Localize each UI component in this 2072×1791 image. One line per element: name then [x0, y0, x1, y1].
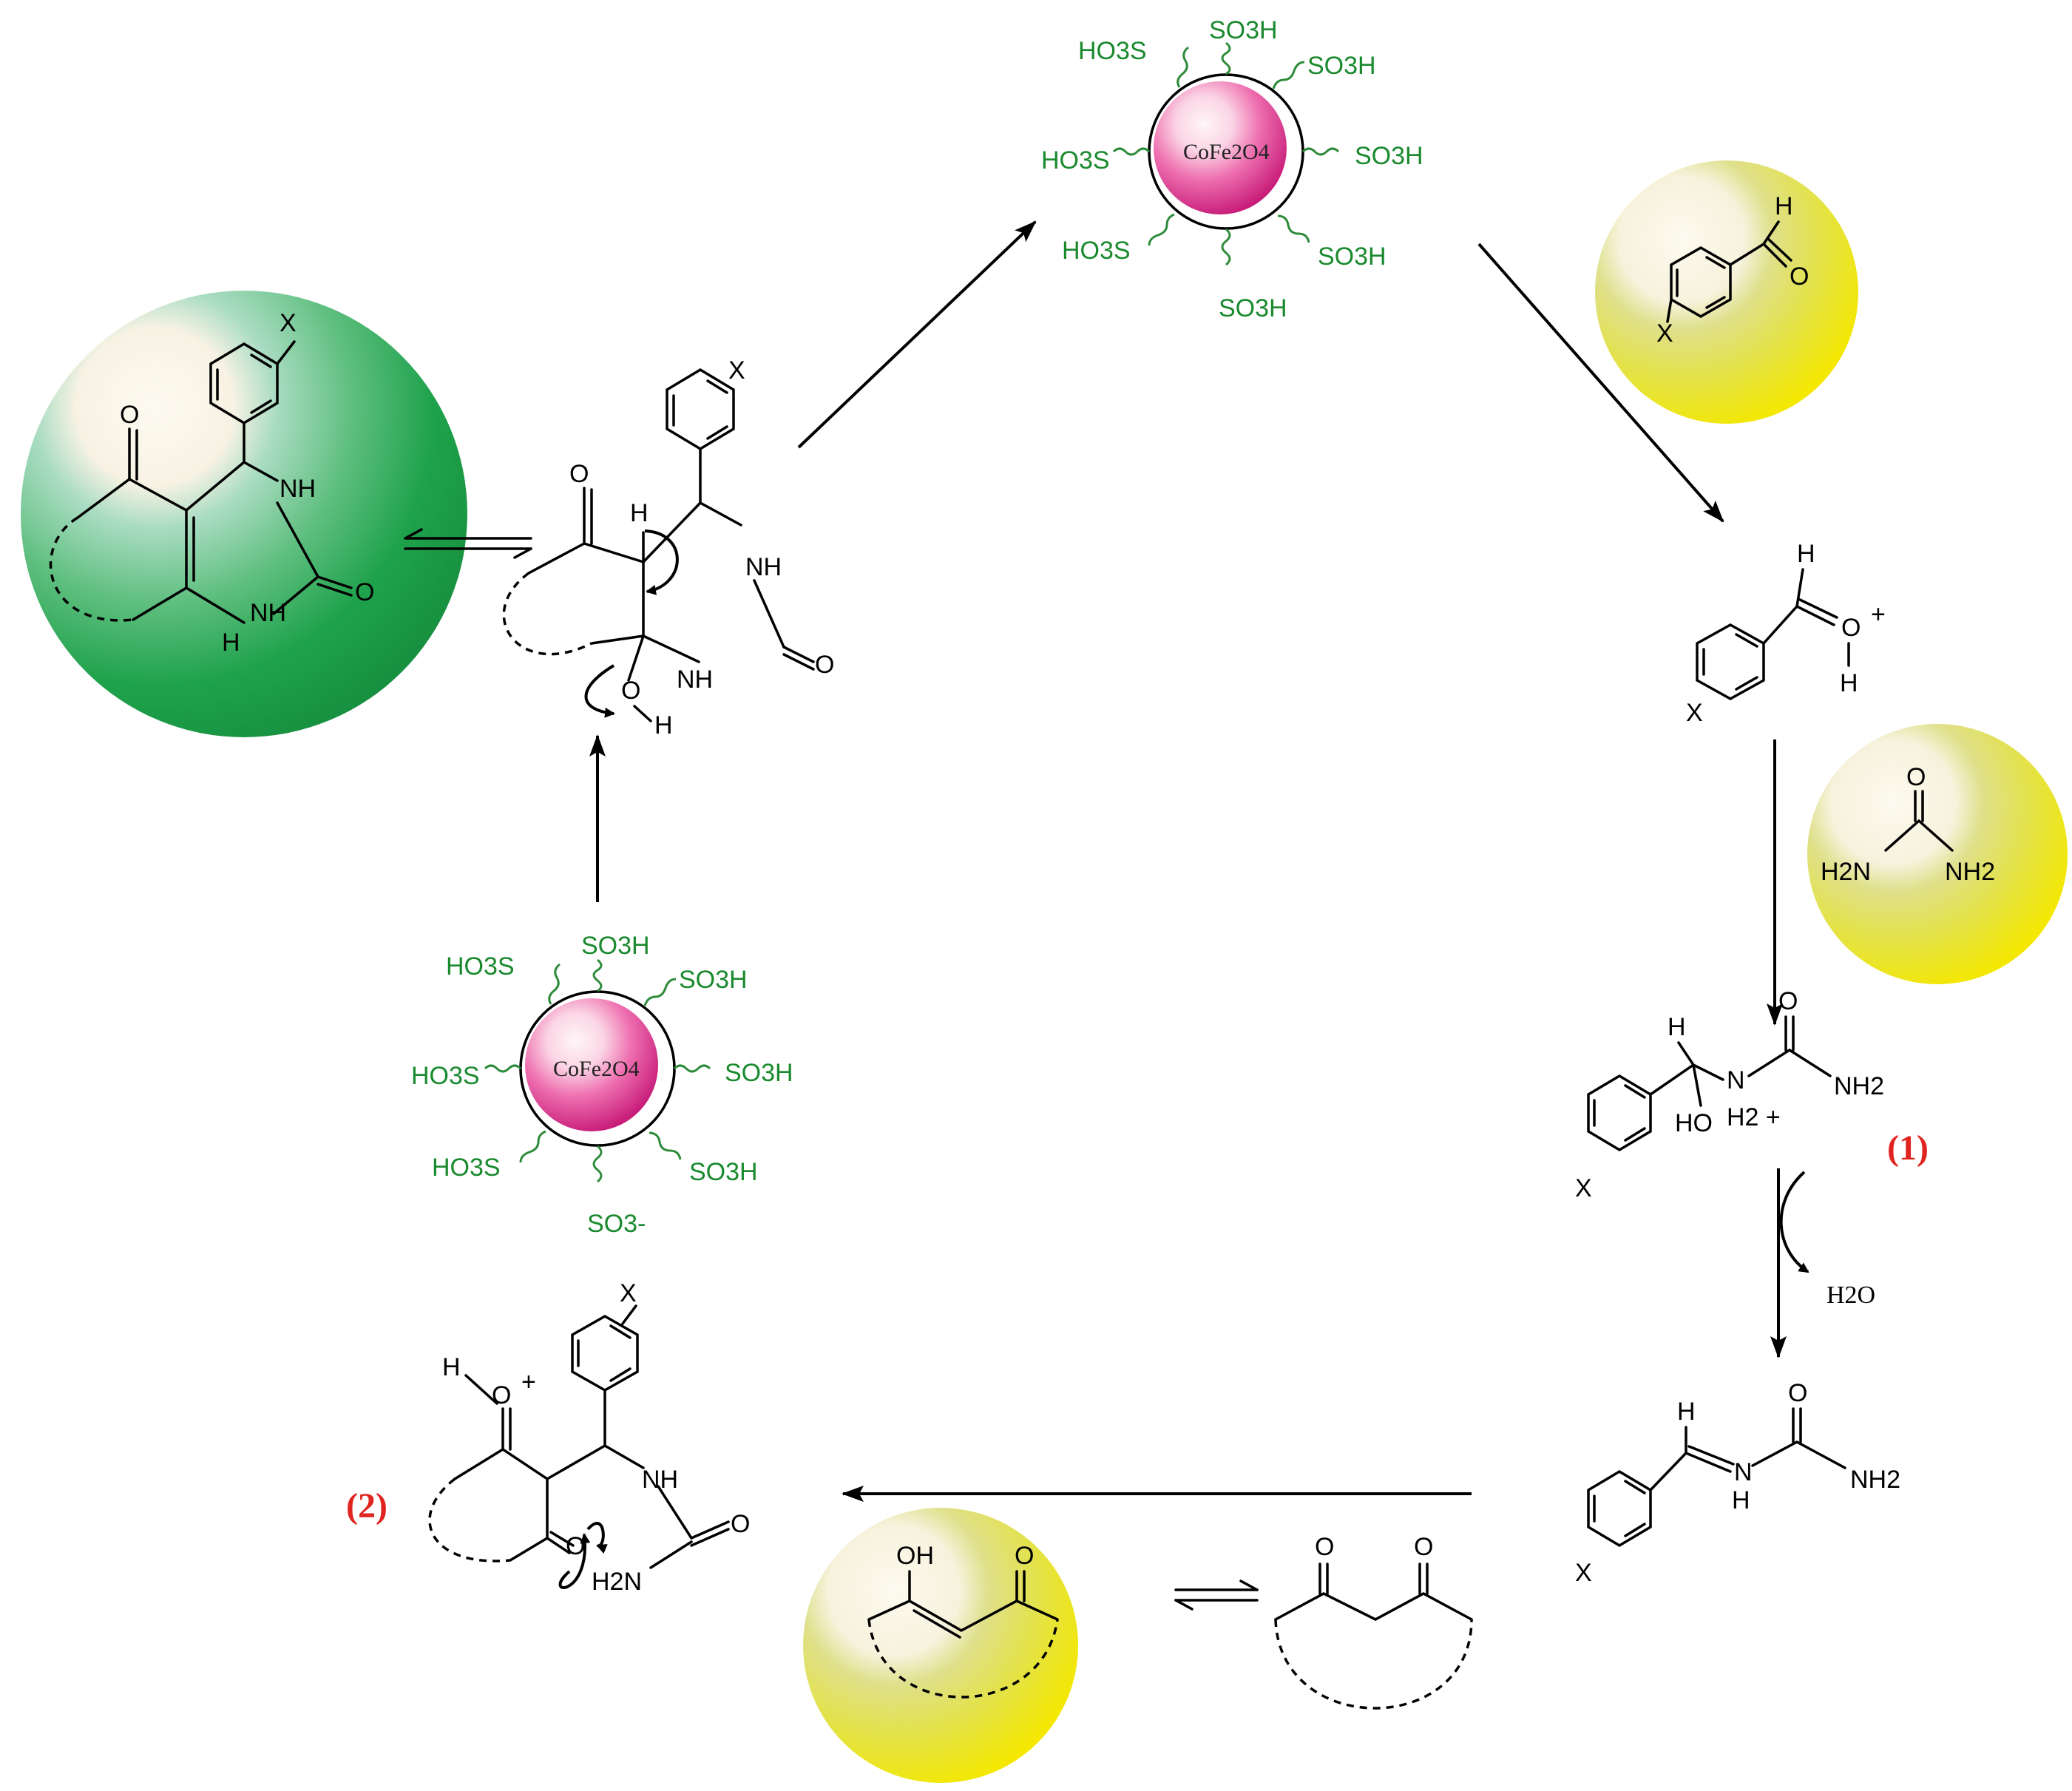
atom-nh: NH	[745, 553, 782, 581]
group-label: SO3H	[1355, 142, 1423, 170]
arrow-activation	[1477, 243, 1724, 523]
atom-nh: NH	[677, 666, 713, 694]
atom-nh: NH	[280, 475, 316, 503]
group-label: SO3H	[581, 932, 650, 960]
atom-o: O	[1414, 1533, 1433, 1561]
atom-nh2: NH2	[1850, 1466, 1900, 1494]
group-label: SO3H	[1209, 16, 1278, 44]
group-label: SO3H	[689, 1158, 758, 1186]
cyclized-intermediate: X NH H O NH O O H	[502, 356, 834, 739]
atom-h: H	[442, 1353, 461, 1381]
label-intermediate-1: (1)	[1887, 1128, 1929, 1168]
atom-o: O	[1315, 1533, 1334, 1561]
protonated-aldehyde: H O + H X	[1686, 540, 1886, 727]
atom-o: O	[1015, 1542, 1034, 1570]
group-label: HO3S	[446, 952, 515, 981]
product-sphere: X O NH O NH H	[21, 291, 467, 737]
atom-o: O	[492, 1381, 511, 1409]
substituent-x: X	[728, 356, 745, 385]
atom-o: O	[355, 578, 374, 606]
atom-h: H	[654, 711, 673, 739]
atom-h: H	[1797, 540, 1815, 568]
imine-intermediate: H N H O NH2 X	[1575, 1379, 1900, 1587]
atom-nh2: NH2	[1945, 858, 1995, 886]
substituent-x: X	[1656, 319, 1673, 348]
group-label: SO3-	[587, 1210, 646, 1238]
atom-o: O	[1788, 1379, 1807, 1407]
atom-nh2: NH2	[1834, 1072, 1884, 1100]
atom-h2n: H2N	[592, 1568, 642, 1596]
atom-o: O	[1906, 763, 1926, 791]
atom-o: O	[569, 460, 589, 488]
atom-n: N	[1734, 1458, 1753, 1486]
catalyst-bottom: CoFe2O4 HO3S SO3H SO3H HO3S SO3H HO3S SO…	[411, 932, 793, 1238]
enol-sphere: OH O	[803, 1508, 1078, 1783]
charge-plus: +	[521, 1368, 536, 1396]
atom-o: O	[815, 651, 834, 679]
atom-h2plus: H2 +	[1727, 1103, 1781, 1131]
atom-o: O	[1778, 987, 1798, 1015]
charge-plus: +	[1871, 600, 1886, 629]
atom-nh: NH	[250, 599, 286, 627]
atom-o: O	[566, 1532, 585, 1560]
label-water: H2O	[1826, 1282, 1875, 1309]
label-intermediate-2: (2)	[346, 1486, 387, 1526]
intermediate-1: H HO N H2 + O NH2 X (1)	[1575, 987, 1929, 1202]
group-label: SO3H	[725, 1059, 793, 1087]
atom-h: H	[1668, 1013, 1686, 1041]
group-label: SO3H	[1318, 243, 1387, 271]
group-label: SO3H	[679, 966, 748, 994]
diketone: O O	[1274, 1533, 1473, 1710]
core-label-bottom: CoFe2O4	[553, 1057, 640, 1081]
substituent-x: X	[1575, 1559, 1592, 1587]
atom-ho: HO	[1675, 1109, 1713, 1137]
atom-o: O	[120, 401, 139, 429]
equilibrium-arrow-bottom	[1174, 1580, 1259, 1611]
core-label-top: CoFe2O4	[1183, 140, 1270, 164]
urea-sphere: O H2N NH2	[1807, 724, 2068, 984]
group-label: HO3S	[432, 1154, 501, 1182]
atom-n: N	[1727, 1066, 1745, 1094]
group-label: HO3S	[1078, 37, 1147, 65]
group-label: HO3S	[1041, 146, 1110, 175]
substituent-x: X	[1575, 1174, 1592, 1202]
atom-o: O	[731, 1510, 750, 1538]
curly-arrow-water	[1779, 1171, 1809, 1273]
group-label: SO3H	[1307, 52, 1376, 80]
catalyst-top: CoFe2O4 HO3S SO3H SO3H HO3S SO3H HO3S SO…	[1041, 16, 1423, 322]
atom-o: O	[1790, 263, 1809, 291]
atom-h: H	[1775, 192, 1793, 220]
substituent-x: X	[620, 1279, 637, 1307]
group-label: HO3S	[411, 1062, 480, 1090]
atom-o: O	[621, 677, 640, 705]
atom-oh: OH	[896, 1542, 934, 1570]
atom-o: O	[1841, 614, 1861, 642]
group-label: SO3H	[1219, 294, 1287, 322]
atom-h: H	[1840, 669, 1858, 697]
aldehyde-sphere: H O X	[1595, 160, 1858, 424]
group-label: HO3S	[1062, 237, 1131, 265]
intermediate-2: X NH O + H O O H2N (2)	[346, 1279, 750, 1596]
atom-h: H	[630, 499, 649, 527]
substituent-x: X	[1686, 699, 1703, 727]
atom-h2n: H2N	[1821, 858, 1871, 886]
atom-h: H	[222, 629, 240, 657]
atom-h: H	[1677, 1398, 1696, 1426]
substituent-x: X	[280, 309, 297, 337]
atom-h: H	[1732, 1486, 1750, 1514]
arrow-catalyst-regeneration	[797, 220, 1037, 449]
equilibrium-arrow-left	[404, 528, 532, 559]
